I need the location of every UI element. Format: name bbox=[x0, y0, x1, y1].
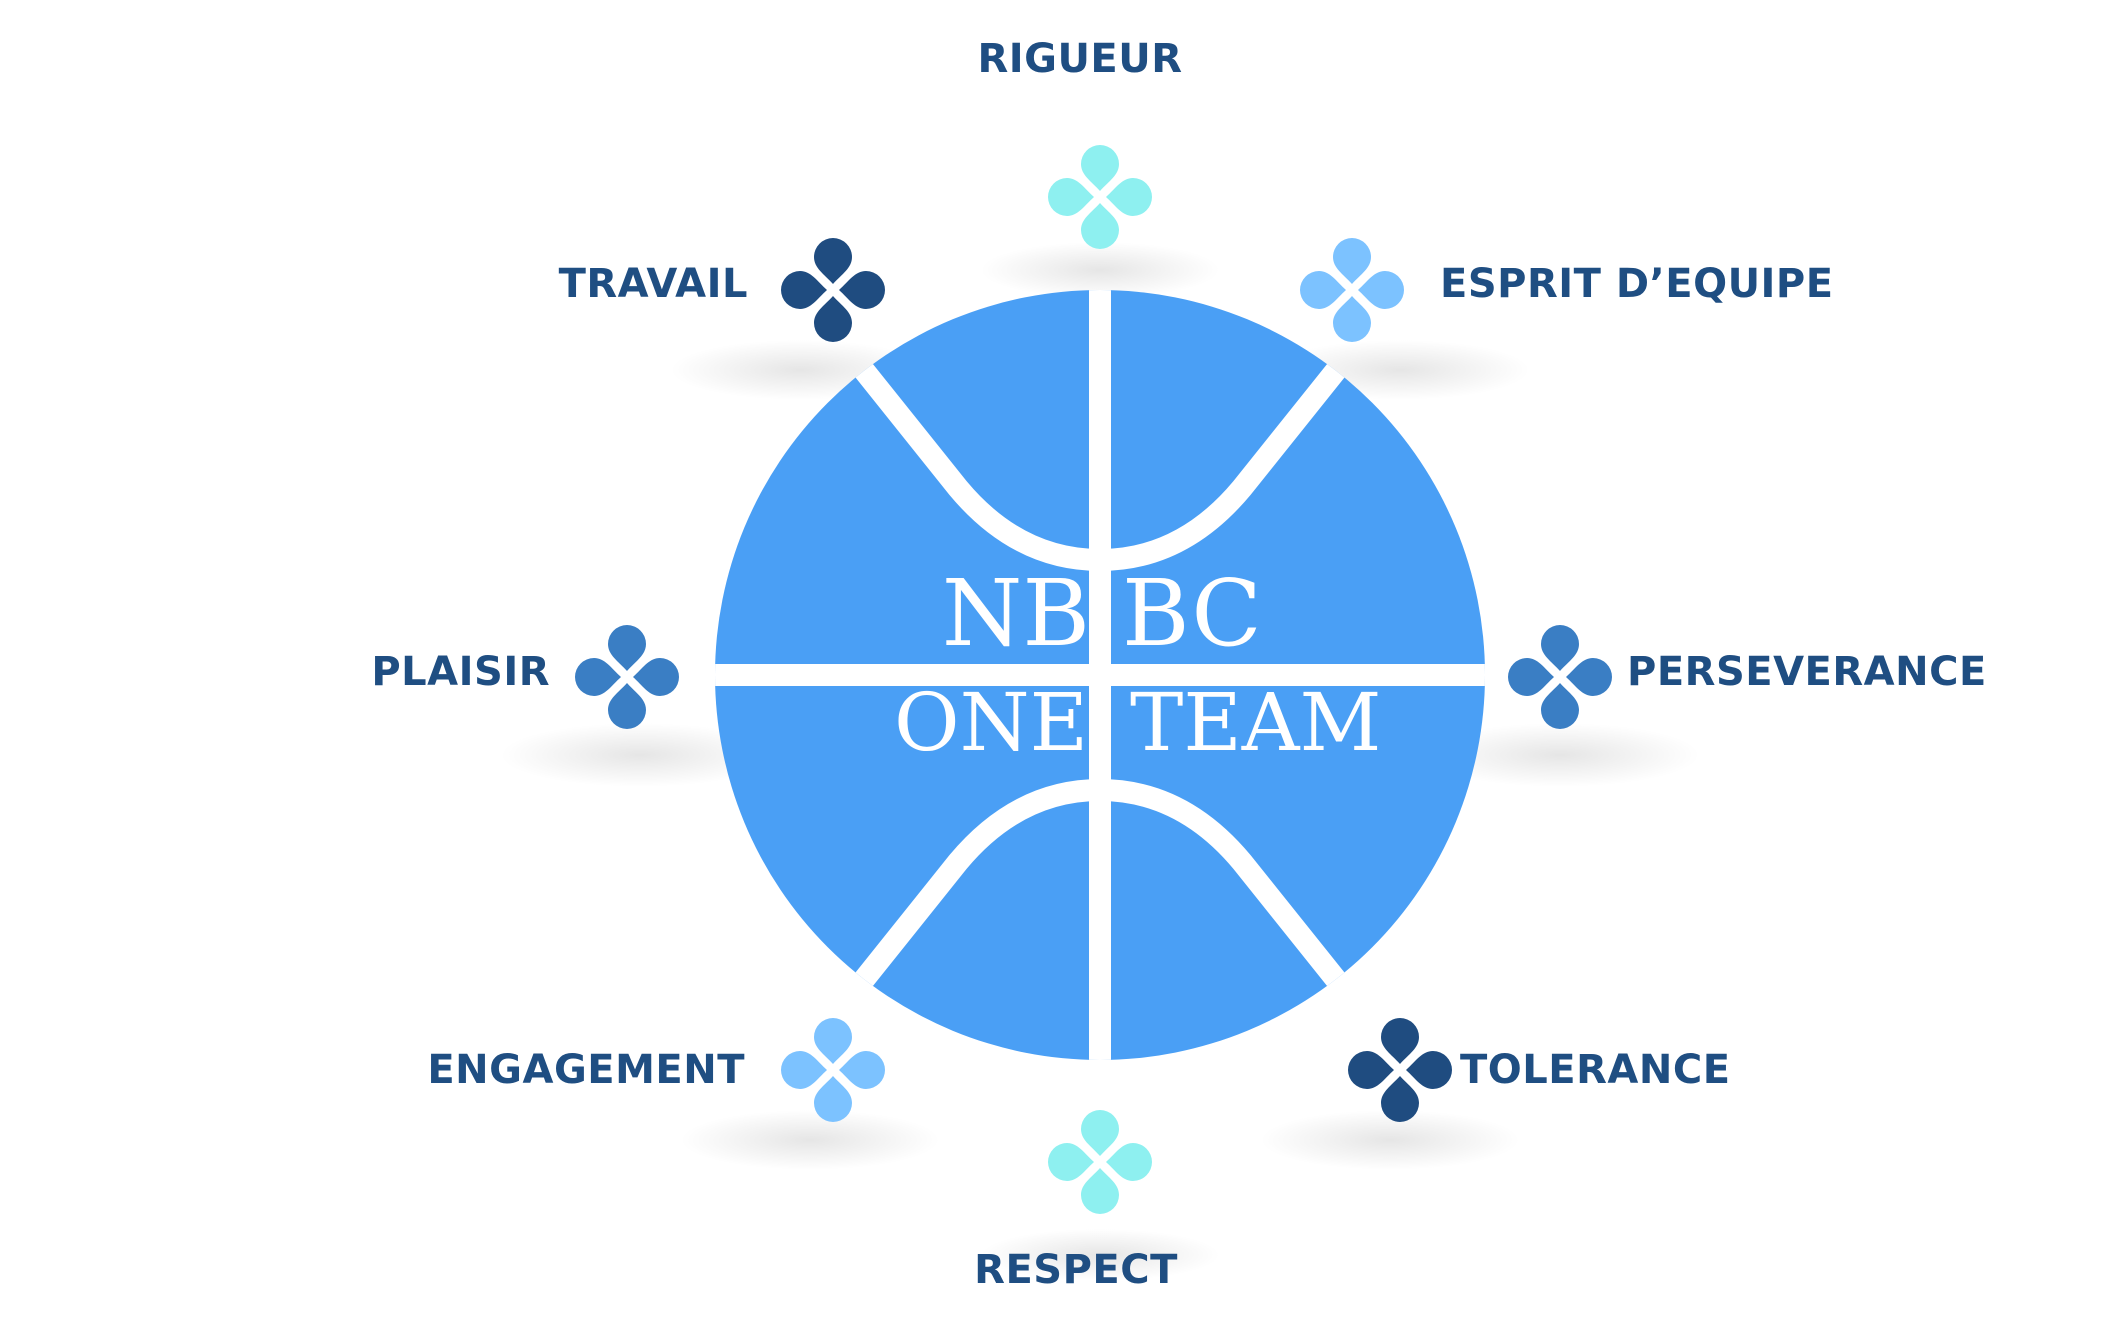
clover-petal bbox=[608, 625, 646, 671]
clover-petal bbox=[781, 1051, 827, 1089]
clover-petal bbox=[1566, 658, 1612, 696]
clover-icon bbox=[1048, 145, 1152, 249]
clover-icon bbox=[1508, 625, 1612, 729]
value-label: RIGUEUR bbox=[977, 36, 1182, 82]
clover-petal bbox=[1358, 271, 1404, 309]
upper-left-seam bbox=[853, 361, 1101, 571]
basketball: NB BC ONE TEAM bbox=[715, 290, 1485, 1060]
clover-icon bbox=[781, 1018, 885, 1122]
clover-icon bbox=[1300, 238, 1404, 342]
center-title-right: BC bbox=[1122, 560, 1262, 667]
clover-petal bbox=[781, 271, 827, 309]
value-item: PLAISIR bbox=[371, 625, 679, 729]
clover-petal bbox=[608, 683, 646, 729]
value-item: TOLERANCE bbox=[1348, 1018, 1731, 1122]
clover-petal bbox=[814, 296, 852, 342]
clover-petal bbox=[1348, 1051, 1394, 1089]
clover-petal bbox=[1300, 271, 1346, 309]
clover-petal bbox=[1081, 203, 1119, 249]
clover-petal bbox=[633, 658, 679, 696]
basketball-seams bbox=[715, 290, 1485, 1060]
item-shadows bbox=[500, 242, 1700, 1281]
clover-petal bbox=[1081, 145, 1119, 191]
clover-petal bbox=[1048, 1143, 1094, 1181]
clover-petal bbox=[1381, 1076, 1419, 1122]
shadow bbox=[980, 1229, 1220, 1281]
clover-petal bbox=[1381, 1018, 1419, 1064]
value-label: RESPECT bbox=[974, 1247, 1178, 1293]
value-item: PERSEVERANCE bbox=[1508, 625, 1987, 729]
value-label: ENGAGEMENT bbox=[427, 1047, 745, 1093]
value-label: TOLERANCE bbox=[1460, 1047, 1731, 1093]
lower-left-seam bbox=[853, 779, 1101, 989]
center-subtitle-left: ONE bbox=[894, 676, 1088, 769]
shadow bbox=[1420, 723, 1700, 787]
upper-right-seam bbox=[1099, 361, 1347, 571]
center-subtitle-right: TEAM bbox=[1130, 676, 1381, 769]
value-label: TRAVAIL bbox=[559, 261, 748, 307]
clover-petal bbox=[839, 1051, 885, 1089]
value-item: ENGAGEMENT bbox=[427, 1018, 885, 1122]
value-label: ESPRIT D’EQUIPE bbox=[1440, 261, 1834, 307]
value-item: ESPRIT D’EQUIPE bbox=[1300, 238, 1834, 342]
clover-petal bbox=[814, 1076, 852, 1122]
clover-petal bbox=[1081, 1168, 1119, 1214]
value-item: RIGUEUR bbox=[977, 36, 1182, 249]
clover-petal bbox=[1508, 658, 1554, 696]
value-item: RESPECT bbox=[974, 1110, 1178, 1293]
shadow bbox=[680, 1110, 940, 1170]
value-items: RIGUEUR ESPRIT D’EQUIPE PERSEVERANCE TOL… bbox=[371, 36, 1986, 1293]
clover-icon bbox=[575, 625, 679, 729]
clover-petal bbox=[814, 1018, 852, 1064]
value-label: PERSEVERANCE bbox=[1627, 649, 1987, 695]
clover-petal bbox=[1406, 1051, 1452, 1089]
shadow bbox=[500, 723, 780, 787]
shadow bbox=[980, 242, 1220, 298]
lower-right-seam bbox=[1099, 779, 1347, 989]
value-item: TRAVAIL bbox=[559, 238, 885, 342]
clover-petal bbox=[1106, 1143, 1152, 1181]
clover-petal bbox=[1541, 683, 1579, 729]
clover-petal bbox=[839, 271, 885, 309]
clover-petal bbox=[814, 238, 852, 284]
clover-petal bbox=[1048, 178, 1094, 216]
shadow bbox=[1260, 1110, 1520, 1170]
center-title-left: NB bbox=[942, 560, 1090, 667]
clover-petal bbox=[1106, 178, 1152, 216]
clover-icon bbox=[1348, 1018, 1452, 1122]
value-label: PLAISIR bbox=[371, 649, 550, 695]
clover-petal bbox=[1081, 1110, 1119, 1156]
clover-petal bbox=[575, 658, 621, 696]
clover-icon bbox=[1048, 1110, 1152, 1214]
clover-icon bbox=[781, 238, 885, 342]
clover-petal bbox=[1333, 296, 1371, 342]
clover-petal bbox=[1541, 625, 1579, 671]
clover-petal bbox=[1333, 238, 1371, 284]
